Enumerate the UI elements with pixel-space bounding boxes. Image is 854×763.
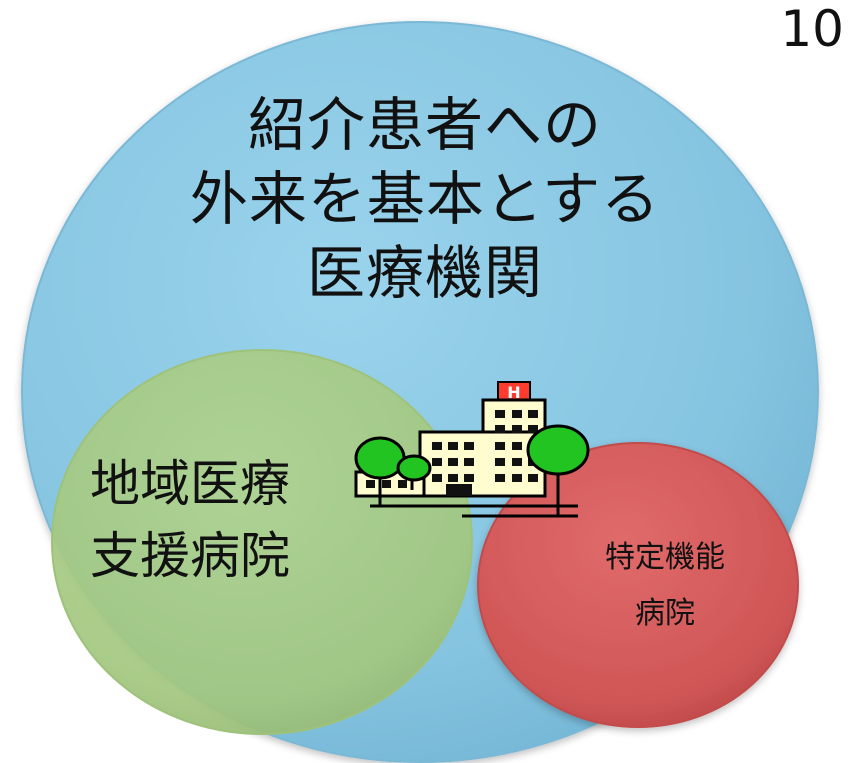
red-label-line-1: 特定機能: [605, 540, 725, 575]
red-circle-label: 特定機能 病院: [560, 530, 770, 642]
outer-circle-label: 紹介患者への 外来を基本とする 医療機関: [150, 88, 700, 310]
page-number: 10: [780, 0, 844, 58]
hospital-icon: H: [354, 381, 590, 518]
outer-label-line-1: 紹介患者への: [247, 91, 602, 159]
hospital-sign: H: [507, 383, 520, 402]
red-label-line-2: 病院: [635, 596, 695, 631]
outer-label-line-3: 医療機関: [306, 239, 543, 307]
outer-label-line-2: 外来を基本とする: [189, 165, 661, 233]
green-label-line-2: 支援病院: [90, 527, 290, 585]
green-label-line-1: 地域医療: [90, 455, 290, 513]
green-circle-label: 地域医療 支援病院: [90, 448, 370, 592]
